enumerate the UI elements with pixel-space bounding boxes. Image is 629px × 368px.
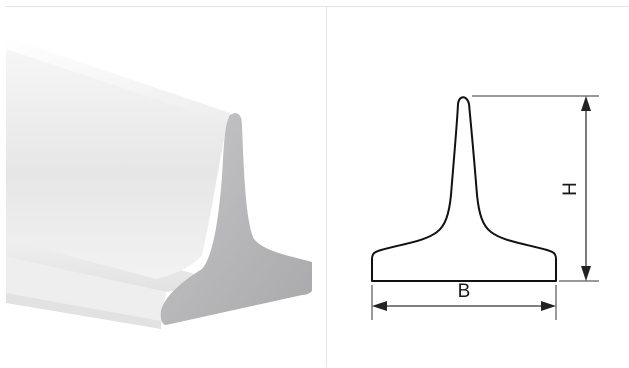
t-profile-cross-section: H B — [371, 95, 599, 320]
base-label: B — [458, 281, 471, 302]
height-label: H — [560, 182, 581, 196]
t-profile-3d-render — [6, 37, 312, 329]
cross-section-outline — [371, 96, 557, 282]
base-front-face — [6, 257, 166, 325]
product-render-panel — [6, 6, 327, 367]
height-arrow-top-icon — [581, 96, 591, 111]
stem-top-edge — [6, 37, 234, 123]
cross-section-panel: H B — [327, 6, 629, 367]
height-arrow-bottom-icon — [581, 266, 591, 281]
base-arrow-left-icon — [372, 301, 387, 311]
profile-end-face — [160, 113, 312, 325]
base-arrow-right-icon — [541, 301, 556, 311]
